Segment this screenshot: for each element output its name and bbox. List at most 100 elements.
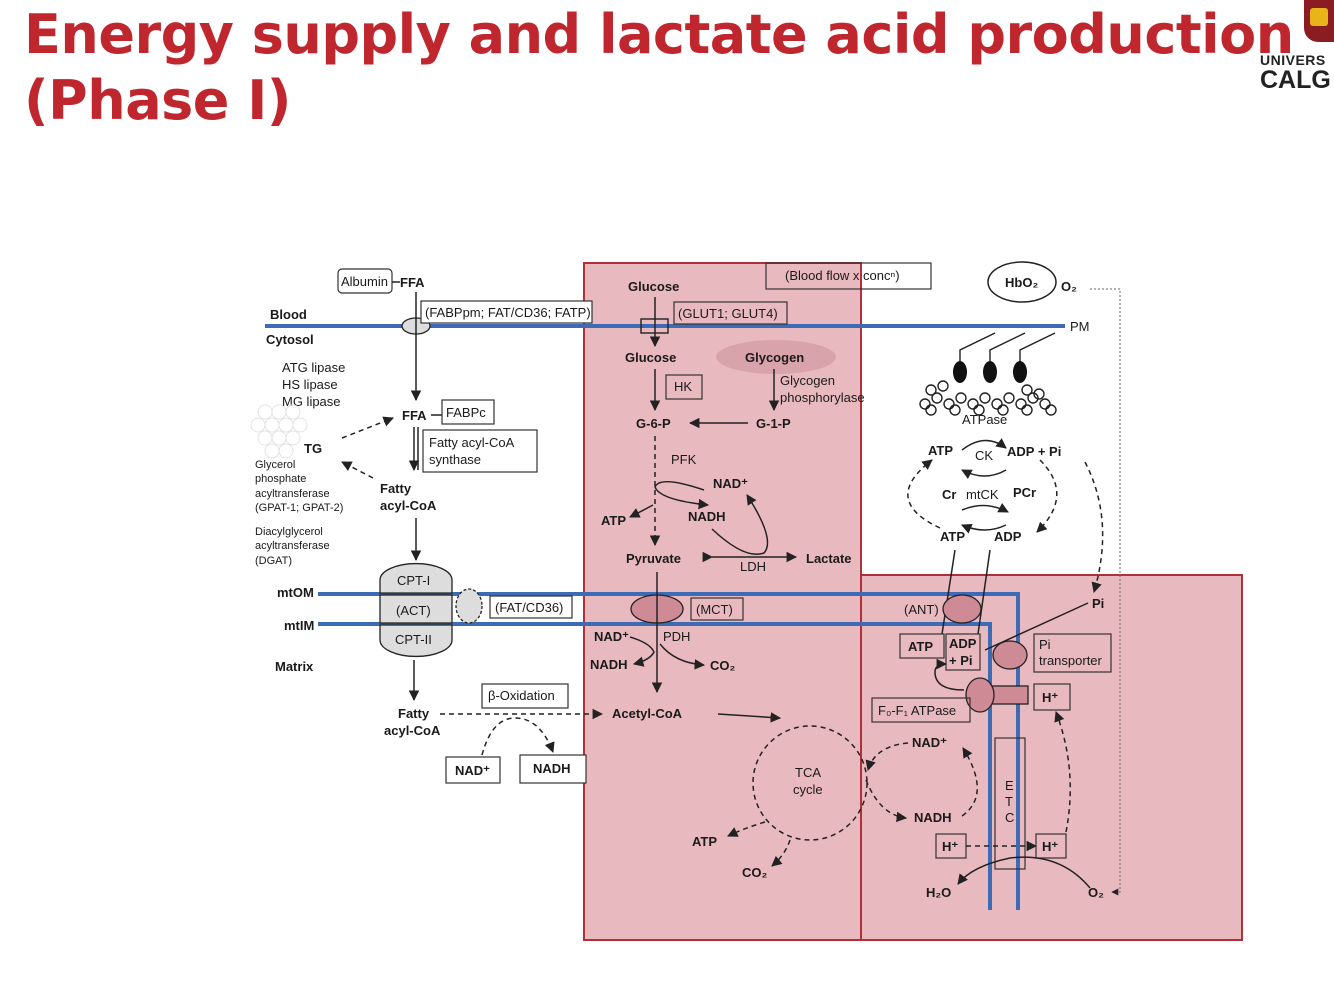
etc-label-t: T [1005, 794, 1013, 809]
pi-shuttle-arrow [1084, 461, 1104, 594]
adp-box-line2: + Pi [949, 653, 973, 668]
glycolysis-nad-label: NAD⁺ [713, 476, 748, 491]
university-logo: UNIVERS CALG [1258, 0, 1334, 100]
hk-box [665, 374, 703, 400]
h2o-label: H₂O [926, 885, 951, 900]
fatty-acylcoa-matrix-line2: acyl-CoA [384, 723, 441, 738]
nad-to-nadh-arrow [654, 481, 710, 510]
mitochondria-highlight-region [860, 574, 1243, 941]
myosin-head-2-icon [983, 361, 997, 383]
lipase-atg-label: ATG lipase [282, 360, 345, 375]
lipase-hs-label: HS lipase [282, 377, 338, 392]
blood-flow-box [765, 262, 932, 290]
fabpc-label: FABPc [446, 405, 486, 420]
glycogen-phosphorylase-line2: phosphorylase [780, 390, 865, 405]
h-plus-box-3 [1035, 833, 1067, 859]
ant-transporter-icon [942, 594, 982, 624]
h-plus-box-2-label: H⁺ [942, 839, 958, 854]
glycolysis-atp-label: ATP [601, 513, 626, 528]
fat-cd36-transporter-icon [455, 588, 483, 624]
h-plus-box-1-label: H⁺ [1042, 690, 1058, 705]
beta-oxidation-box [481, 683, 569, 709]
outer-mito-membrane-line [318, 592, 1020, 910]
ffa-cytosol-label: FFA [402, 408, 427, 423]
cpt1-label: CPT-I [397, 573, 430, 588]
atp-box [899, 633, 945, 659]
mtck-bottom-arrow [961, 523, 1007, 534]
pdh-nad-arrow [629, 636, 655, 667]
albumin-box [337, 268, 393, 294]
mtom-label: mtOM [277, 585, 314, 600]
ldh-label: LDH [740, 559, 766, 574]
o2-delivery-arrow [1090, 288, 1121, 896]
gpat-line4: (GPAT-1; GPAT-2) [255, 502, 343, 514]
acylcoa-synthase-line1: Fatty acyl-CoA [429, 435, 515, 450]
ck-bottom-arrow [961, 469, 1007, 480]
beta-oxidation-label: β-Oxidation [488, 688, 555, 703]
fabp-transporters-box [420, 300, 593, 324]
tca-label-line2: cycle [793, 782, 823, 797]
pfk-label: PFK [671, 452, 697, 467]
beta-nadh-label: NADH [533, 761, 571, 776]
beta-nad-cycle-arrow [481, 717, 555, 756]
gpat-line3: acyltransferase [255, 488, 330, 500]
atp-box-label: ATP [908, 639, 933, 654]
pdh-co2-label: CO₂ [710, 658, 736, 673]
lipid-droplet-icon [250, 404, 308, 459]
ant-atp-line [941, 549, 956, 635]
etc-label-e: E [1005, 778, 1014, 793]
fat-cd36-box [489, 595, 573, 619]
pi-transporter-line2: transporter [1039, 653, 1103, 668]
g1p-label: G-1-P [756, 416, 791, 431]
mtck-atp-label: ATP [940, 529, 965, 544]
pi-transporter-icon [992, 640, 1028, 670]
logo-text-2: CALG [1260, 66, 1331, 94]
pi-label: Pi [1092, 596, 1104, 611]
energy-shuttle-right-arrow [1036, 459, 1058, 533]
acetylcoa-label: Acetyl-CoA [612, 706, 683, 721]
glucose-blood-label: Glucose [628, 279, 679, 294]
title-line-2: (Phase I) [24, 69, 291, 132]
fat-cd36-label: (FAT/CD36) [495, 600, 563, 615]
crest-icon [1304, 0, 1334, 42]
etc-box [994, 737, 1026, 870]
tg-label: TG [304, 441, 322, 456]
f0f1-label: F₀-F₁ ATPase [878, 703, 956, 718]
tca-co2-arrow [771, 839, 791, 867]
fatty-acylcoa-cytosol-line2: acyl-CoA [380, 498, 437, 513]
mtck-adp-label: ADP [994, 529, 1022, 544]
h-plus-box-3-label: H⁺ [1042, 839, 1058, 854]
tca-co2-label: CO₂ [742, 865, 768, 880]
atpase-label: ATPase [962, 412, 1007, 427]
beta-nadh-box [519, 754, 587, 784]
glucose-label: Glucose [625, 350, 676, 365]
pi-transporter-box [1033, 633, 1112, 673]
logo-text-1: UNIVERS [1260, 52, 1326, 68]
fattyacyl-to-tg-arrow [341, 461, 374, 479]
fabpc-box [441, 399, 495, 425]
beta-nad-box [445, 756, 501, 784]
tca-atp-label: ATP [692, 834, 717, 849]
blood-label: Blood [270, 307, 307, 322]
etc-nadh-arrow [961, 747, 978, 817]
ck-adp-pi-label: ADP + Pi [1007, 444, 1061, 459]
glut-label: (GLUT1; GLUT4) [678, 306, 778, 321]
ck-top-arrow [961, 438, 1007, 451]
lactate-label: Lactate [806, 551, 852, 566]
glycolysis-nadh-label: NADH [688, 509, 726, 524]
act-label: (ACT) [396, 603, 431, 618]
pyruvate-label: Pyruvate [626, 551, 681, 566]
ck-atp-label: ATP [928, 443, 953, 458]
nad-to-tca-arrow [865, 742, 909, 772]
myosin-head-1-icon [953, 361, 967, 383]
o2-top-label: O₂ [1061, 279, 1077, 294]
oxphos-nad-label: NAD⁺ [912, 735, 947, 750]
o2-to-h2o-arrow [957, 856, 1091, 889]
dgat-line3: (DGAT) [255, 555, 292, 567]
cr-label: Cr [942, 487, 956, 502]
pdh-co2-arrow [659, 643, 706, 670]
tca-atp-arrow [727, 821, 766, 837]
pdh-nad-label: NAD⁺ [594, 629, 629, 644]
ffa-top-label: FFA [400, 275, 425, 290]
